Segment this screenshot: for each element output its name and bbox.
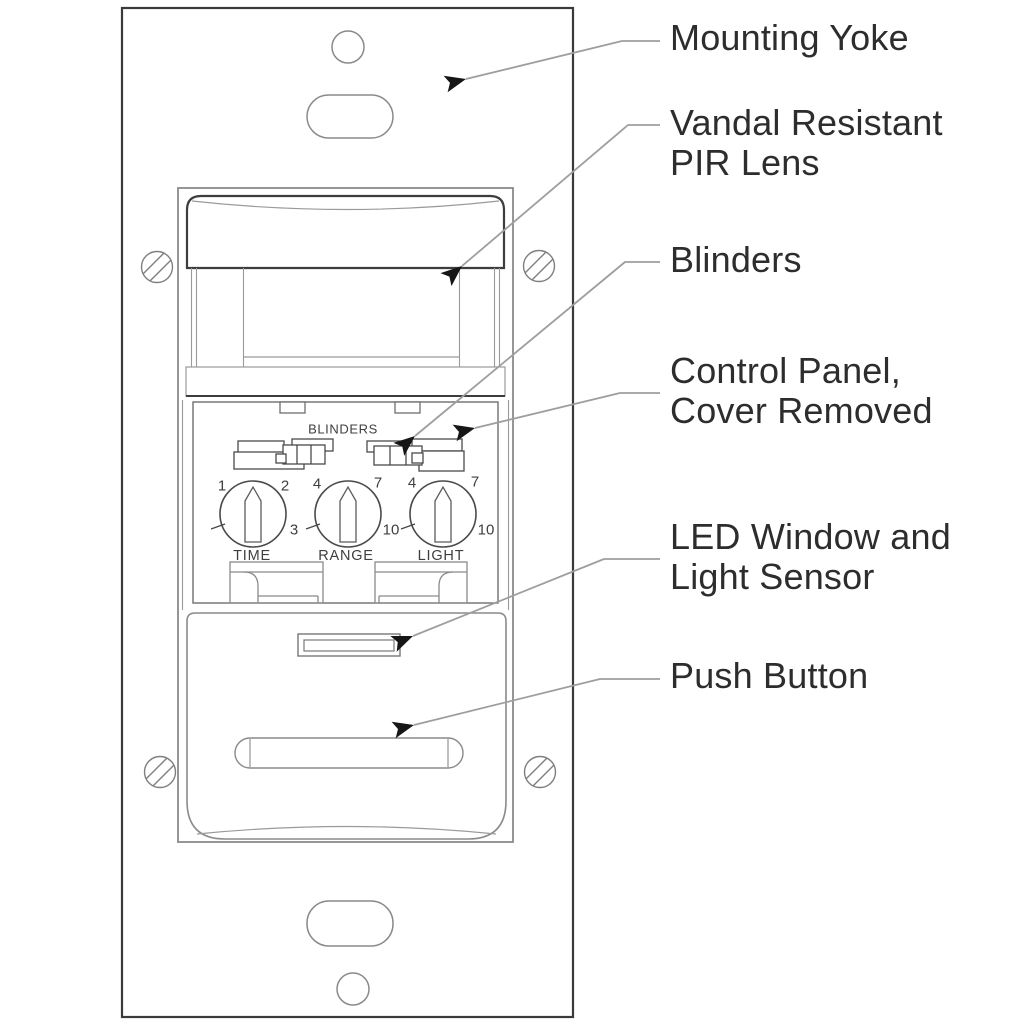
bottom-screw-hole: [336, 972, 370, 1006]
top-mounting-slot: [306, 94, 394, 139]
time-dial-tick: [210, 523, 226, 530]
label-control-panel: Control Panel, Cover Removed: [670, 351, 933, 431]
label-led-window: LED Window and Light Sensor: [670, 517, 951, 597]
leader-mounting-yoke: [465, 40, 660, 80]
panel-tab-right: [394, 401, 421, 414]
control-panel: [192, 401, 499, 604]
latch-bracket-right: [374, 561, 468, 604]
screw-top-left-icon: [140, 250, 174, 284]
screw-bottom-left-icon: [143, 755, 177, 789]
label-led-window-line1: LED Window and: [670, 516, 951, 557]
label-push-button-line1: Push Button: [670, 655, 869, 696]
light-sensor-window: [303, 639, 395, 652]
label-mounting-yoke-line1: Mounting Yoke: [670, 17, 909, 58]
blinder-slider-left: [233, 438, 334, 470]
bottom-mounting-slot: [306, 900, 394, 947]
range-dial: [305, 480, 382, 548]
panel-tab-left: [279, 401, 306, 414]
range-tick-7: 7: [373, 474, 383, 492]
lens-top-curve: [191, 200, 500, 211]
control-panel-opening: [192, 401, 499, 604]
push-button: [234, 737, 464, 769]
arrowhead-control-panel-icon: [452, 424, 475, 442]
label-push-button: Push Button: [670, 656, 868, 696]
label-control-panel-line2: Cover Removed: [670, 390, 933, 431]
range-dial-tick: [305, 523, 321, 530]
panel-blinders-label: BLINDERS: [308, 421, 378, 437]
range-tick-10: 10: [382, 521, 400, 539]
time-tick-3: 3: [289, 521, 299, 539]
arrowhead-pir-lens-icon: [440, 266, 462, 287]
callout-arrowheads: [390, 75, 475, 739]
leader-blinders: [414, 261, 660, 437]
lens-blinder-strips: [190, 268, 501, 367]
push-button-slot: [234, 737, 464, 769]
screw-bottom-right-icon: [523, 755, 557, 789]
mounting-yoke: [120, 6, 575, 1019]
label-pir-lens-line2: PIR Lens: [670, 142, 820, 183]
housing-bottom-curve: [196, 825, 497, 835]
light-tick-10: 10: [477, 521, 495, 539]
arrowhead-led-window-icon: [390, 635, 413, 652]
body-outline: [177, 187, 514, 843]
blinder-slider-right: [366, 438, 465, 472]
leader-push-button: [413, 678, 660, 726]
label-mounting-yoke: Mounting Yoke: [670, 18, 909, 58]
leader-led-window: [412, 558, 660, 637]
lower-housing: [186, 612, 507, 840]
lens-skirt-band: [185, 366, 506, 397]
screw-top-right-icon: [522, 249, 556, 283]
time-tick-1: 1: [217, 477, 227, 495]
leader-pir-lens: [461, 124, 660, 267]
top-screw-hole: [331, 30, 365, 64]
blinder-slider-left-knob: [282, 444, 326, 465]
led-window: [297, 633, 401, 657]
label-blinders-line1: Blinders: [670, 239, 802, 280]
time-tick-2: 2: [280, 477, 290, 495]
wall-plate-outline: [120, 6, 575, 1019]
light-dial-tick: [400, 523, 416, 530]
light-tick-7: 7: [470, 473, 480, 491]
label-control-panel-line1: Control Panel,: [670, 350, 901, 391]
time-dial: [210, 480, 287, 548]
label-led-window-line2: Light Sensor: [670, 556, 875, 597]
leader-control-panel: [474, 392, 660, 429]
arrowhead-mounting-yoke-icon: [443, 75, 466, 93]
latch-bracket-left: [229, 561, 324, 604]
light-dial: [400, 480, 477, 548]
range-tick-4: 4: [312, 475, 322, 493]
label-pir-lens: Vandal Resistant PIR Lens: [670, 103, 943, 183]
sensor-body: [177, 187, 514, 843]
vandal-resistant-lens-dome: [185, 194, 506, 270]
label-pir-lens-line1: Vandal Resistant: [670, 102, 943, 143]
arrowhead-push-button-icon: [391, 721, 414, 739]
time-dial-label: TIME: [233, 548, 271, 564]
label-blinders: Blinders: [670, 240, 802, 280]
pir-lens-module: [185, 194, 506, 397]
light-dial-label: LIGHT: [417, 548, 465, 564]
light-tick-4: 4: [407, 474, 417, 492]
time-dial-pointer: [244, 485, 262, 543]
range-dial-label: RANGE: [318, 548, 374, 564]
button-housing-outline: [186, 612, 507, 840]
arrowhead-blinders-icon: [393, 436, 415, 456]
callout-leaders: [412, 40, 660, 726]
range-dial-pointer: [339, 485, 357, 543]
light-dial-pointer: [434, 485, 452, 543]
